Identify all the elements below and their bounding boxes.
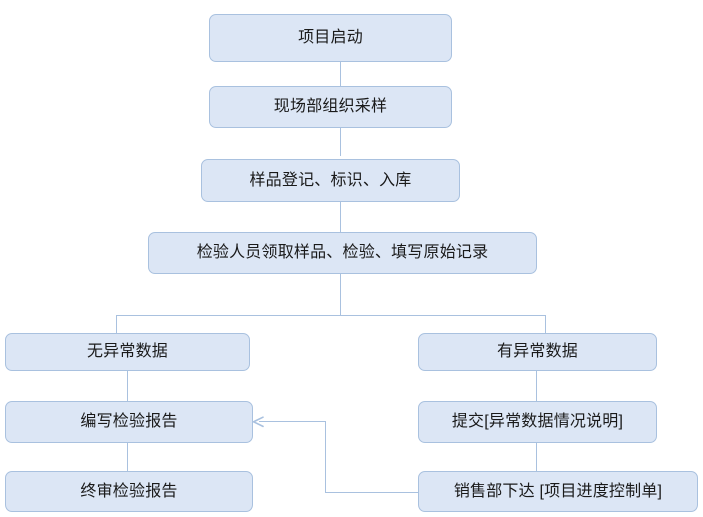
node-no-abnormal-data[interactable]: 无异常数据 bbox=[5, 333, 250, 371]
node-label: 无异常数据 bbox=[86, 343, 168, 361]
arrowhead-icon-feedback bbox=[252, 416, 264, 428]
node-site-sampling[interactable]: 现场部组织采样 bbox=[209, 86, 452, 128]
edge-n8-n10 bbox=[536, 443, 537, 471]
node-label: 有异常数据 bbox=[496, 343, 578, 361]
node-label: 提交[异常数据情况说明] bbox=[451, 413, 624, 431]
edge-n7-n9 bbox=[127, 443, 128, 471]
edge-n10-feedback-bottom bbox=[325, 492, 418, 493]
edge-n1-n2 bbox=[340, 62, 341, 90]
node-label: 检验人员领取样品、检验、填写原始记录 bbox=[196, 244, 489, 262]
node-label: 编写检验报告 bbox=[80, 413, 178, 431]
node-sample-registration[interactable]: 样品登记、标识、入库 bbox=[201, 159, 460, 202]
edge-fork-bar-right bbox=[340, 315, 546, 316]
edge-n2-n3 bbox=[340, 128, 341, 156]
node-project-start[interactable]: 项目启动 bbox=[209, 14, 452, 62]
edge-fork-drop-right bbox=[545, 315, 546, 334]
node-submit-abnormal-explanation[interactable]: 提交[异常数据情况说明] bbox=[418, 401, 657, 443]
node-draft-inspection-report[interactable]: 编写检验报告 bbox=[5, 401, 253, 443]
node-final-inspection-report[interactable]: 终审检验报告 bbox=[5, 471, 253, 512]
node-label: 项目启动 bbox=[298, 29, 363, 47]
node-has-abnormal-data[interactable]: 有异常数据 bbox=[418, 333, 657, 371]
node-label: 现场部组织采样 bbox=[273, 98, 388, 116]
edge-n4-fork-stem bbox=[340, 274, 341, 316]
edge-fork-drop-left bbox=[116, 315, 117, 334]
edge-fork-bar-left bbox=[116, 315, 341, 316]
node-sales-progress-order[interactable]: 销售部下达 [项目进度控制单] bbox=[418, 471, 698, 512]
node-label: 终审检验报告 bbox=[80, 482, 178, 500]
edge-n3-n4 bbox=[340, 202, 341, 232]
edge-n6-n8 bbox=[536, 371, 537, 401]
edge-n10-feedback-top bbox=[259, 421, 326, 422]
edge-n5-n7 bbox=[127, 371, 128, 401]
node-inspection-record[interactable]: 检验人员领取样品、检验、填写原始记录 bbox=[148, 232, 537, 274]
node-label: 样品登记、标识、入库 bbox=[249, 171, 412, 189]
edge-n10-feedback-riser bbox=[325, 421, 326, 493]
node-label: 销售部下达 [项目进度控制单] bbox=[453, 482, 663, 500]
